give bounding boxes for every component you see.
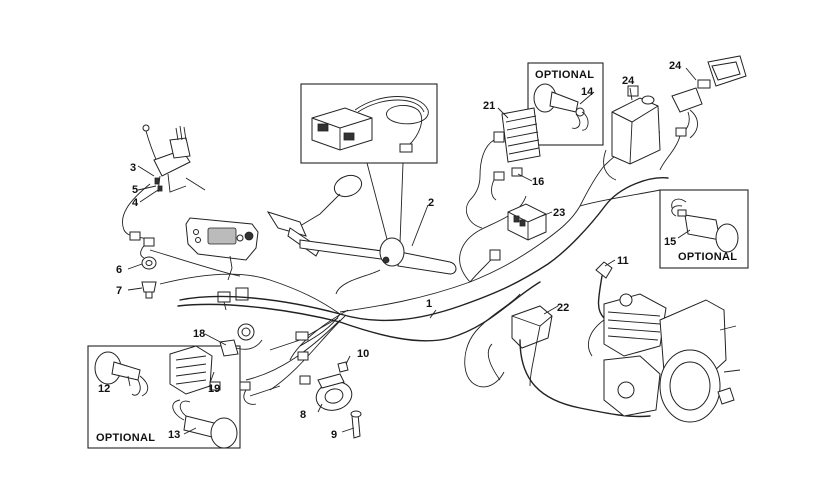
inset-optional-14: OPTIONAL bbox=[527, 62, 604, 146]
instrument-cluster bbox=[185, 217, 259, 311]
callout-11: 11 bbox=[617, 255, 629, 267]
callout-6: 6 bbox=[116, 264, 122, 276]
ignition-coil-22 bbox=[511, 305, 553, 387]
optional-label-15: OPTIONAL bbox=[678, 251, 737, 263]
callout-21: 21 bbox=[483, 100, 495, 112]
tail-light-24 bbox=[659, 55, 747, 171]
regulator-21 bbox=[469, 107, 541, 201]
callout-3: 3 bbox=[130, 162, 136, 174]
inset-optional-12-13: OPTIONAL bbox=[87, 345, 241, 449]
callout-22: 22 bbox=[557, 302, 569, 314]
inset-optional-15: OPTIONAL bbox=[659, 189, 749, 269]
left-handlebar-switch bbox=[122, 124, 206, 241]
callout-13: 13 bbox=[168, 429, 180, 441]
oil-tank-24 bbox=[603, 85, 661, 181]
callout-7: 7 bbox=[116, 285, 122, 297]
callout-9: 9 bbox=[331, 429, 337, 441]
callout-4: 4 bbox=[132, 197, 139, 209]
horn-8 bbox=[315, 361, 362, 439]
callout-10: 10 bbox=[357, 348, 369, 360]
callout-23: 23 bbox=[553, 207, 565, 219]
leader-lines bbox=[127, 67, 697, 435]
callout-numbers: 3 5 4 6 7 1 2 18 19 8 9 10 11 12 13 14 1… bbox=[98, 60, 682, 441]
callout-2: 2 bbox=[428, 197, 434, 209]
callout-18: 18 bbox=[193, 328, 205, 340]
callout-24-tank: 24 bbox=[622, 75, 635, 87]
callout-24-light: 24 bbox=[669, 60, 682, 72]
optional-label-14: OPTIONAL bbox=[535, 69, 594, 81]
spark-plug-cap-11 bbox=[519, 261, 651, 418]
callout-1: 1 bbox=[426, 298, 432, 310]
relay-23 bbox=[507, 203, 547, 241]
engine bbox=[588, 293, 741, 423]
callout-5: 5 bbox=[132, 184, 138, 196]
connector-6-bulb-7 bbox=[129, 231, 157, 299]
headlight-18 bbox=[169, 323, 281, 405]
callout-16: 16 bbox=[532, 176, 544, 188]
callout-19: 19 bbox=[208, 383, 220, 395]
optional-label-12-13: OPTIONAL bbox=[96, 432, 155, 444]
callout-12: 12 bbox=[98, 383, 110, 395]
callout-14: 14 bbox=[581, 86, 594, 98]
inset-switch-cable bbox=[300, 83, 438, 244]
callout-8: 8 bbox=[300, 409, 306, 421]
mirror-handlebar bbox=[266, 174, 457, 295]
callout-15: 15 bbox=[664, 236, 676, 248]
